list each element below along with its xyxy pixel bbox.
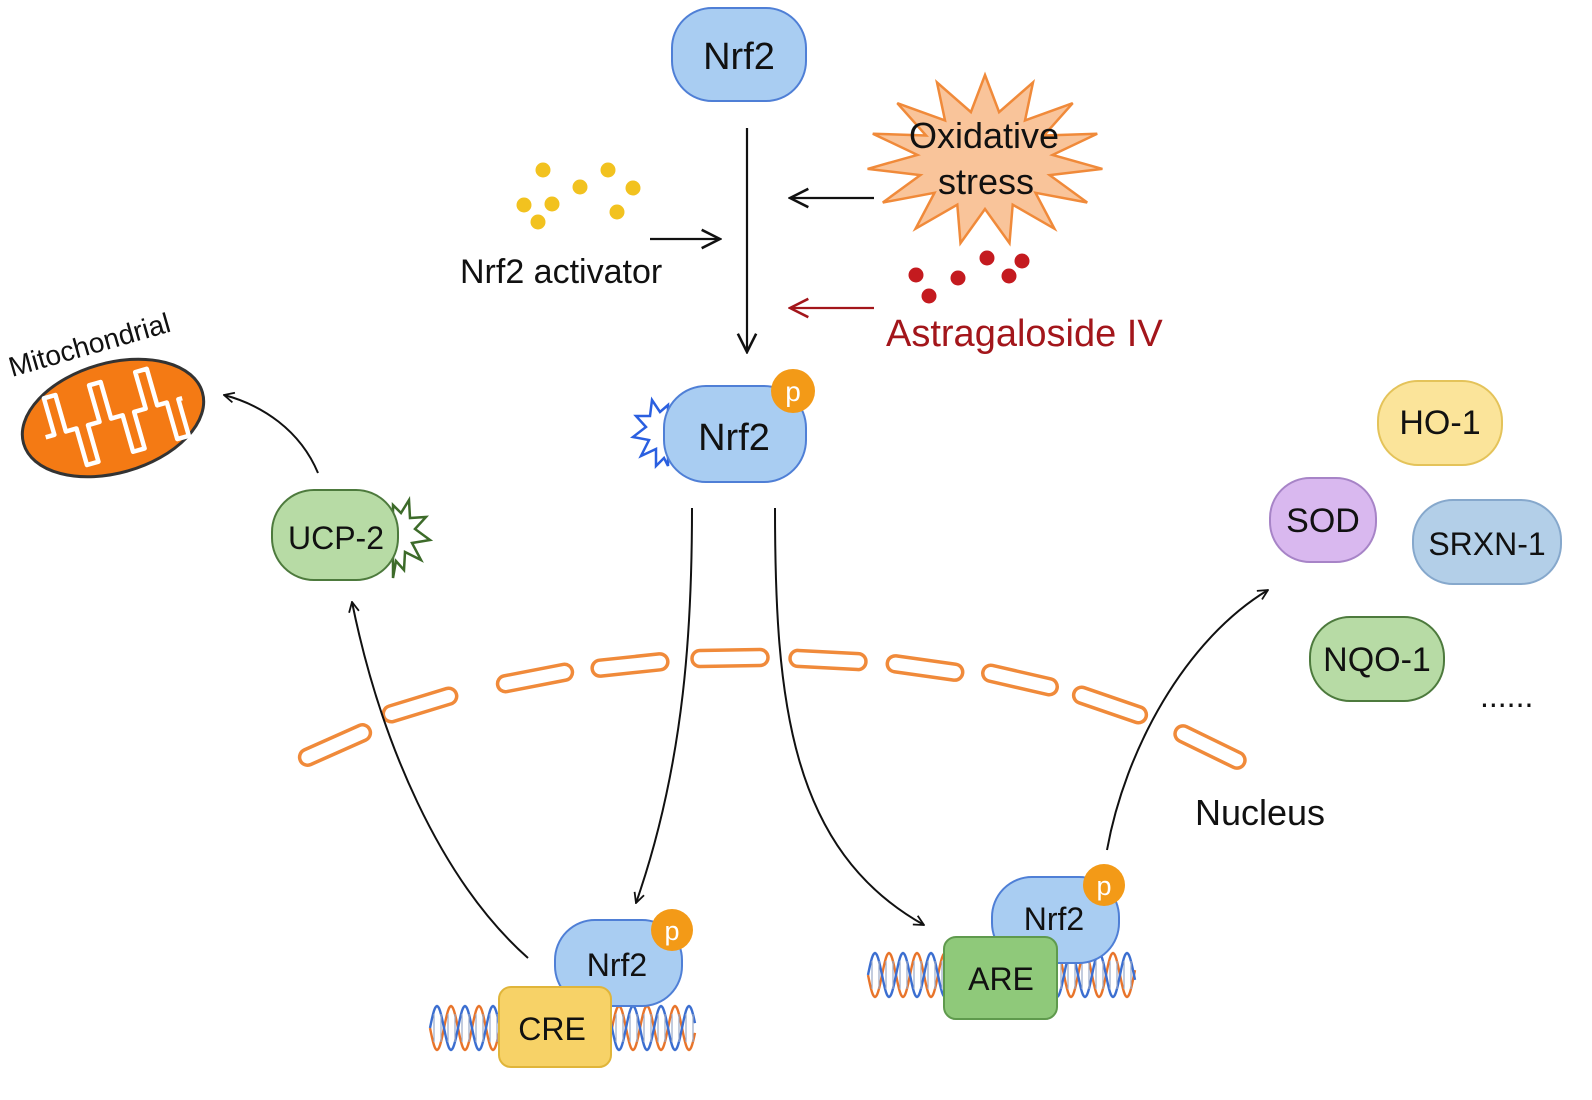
membrane-segment bbox=[788, 648, 868, 672]
nrf2-activator-label: Nrf2 activator bbox=[460, 253, 662, 291]
membrane-segment bbox=[885, 654, 965, 682]
nrf2-top-label: Nrf2 bbox=[703, 36, 775, 78]
ucp2-label: UCP-2 bbox=[288, 520, 384, 556]
membrane-segment bbox=[297, 723, 373, 767]
nrf2-cre-badge: p bbox=[664, 916, 679, 946]
nuclear-membrane bbox=[297, 647, 1247, 770]
membrane-segment bbox=[1071, 685, 1149, 725]
mitochondrion-icon bbox=[20, 357, 206, 479]
cre-to-ucp2-arrow bbox=[352, 602, 529, 959]
ucp2-burst-icon bbox=[391, 495, 434, 579]
oxidative-stress-burst: Oxidative stress bbox=[867, 71, 1103, 247]
phosphate-badge-cre-icon bbox=[651, 909, 693, 951]
nrf2-are-complex: Nrf2 p ARE bbox=[943, 864, 1125, 1020]
target-nqo1: NQO-1 bbox=[1309, 616, 1445, 702]
oxidative-stress-line2: stress bbox=[938, 161, 1034, 202]
nrf2-phos-label: Nrf2 bbox=[698, 417, 770, 459]
targets-more: ...... bbox=[1480, 678, 1533, 714]
nucleus-label: Nucleus bbox=[1195, 792, 1325, 833]
arrow-to-are bbox=[774, 507, 924, 925]
nrf2-cre-complex: Nrf2 p CRE bbox=[498, 909, 693, 1068]
ucp2-node: UCP-2 bbox=[271, 489, 434, 581]
nrf2-top-node: Nrf2 bbox=[671, 7, 807, 102]
arrow-to-cre bbox=[636, 507, 693, 903]
nrf2-activator-dots bbox=[516, 162, 641, 230]
cre-label: CRE bbox=[518, 1011, 586, 1047]
target-sod: SOD bbox=[1269, 477, 1377, 563]
nrf2-are-label: Nrf2 bbox=[1024, 901, 1084, 937]
are-to-targets-arrow bbox=[1106, 590, 1268, 851]
membrane-segment bbox=[495, 662, 575, 694]
target-ho1-label: HO-1 bbox=[1399, 404, 1480, 442]
astragaloside-dots bbox=[908, 250, 1030, 304]
target-srxn1-label: SRXN-1 bbox=[1428, 526, 1545, 562]
membrane-segment bbox=[590, 652, 670, 678]
target-nqo1-label: NQO-1 bbox=[1323, 641, 1431, 679]
ucp2-to-mito-arrow bbox=[224, 395, 319, 474]
astragaloside-label: Astragaloside IV bbox=[886, 313, 1163, 355]
membrane-segment bbox=[381, 686, 459, 724]
oxidative-stress-line1: Oxidative bbox=[909, 115, 1059, 156]
membrane-segment bbox=[1173, 724, 1247, 770]
phosphate-badge-are-icon bbox=[1083, 864, 1125, 906]
phosphate-badge-icon bbox=[771, 369, 815, 413]
target-ho1: HO-1 bbox=[1377, 380, 1503, 466]
nrf2-cre-label: Nrf2 bbox=[587, 947, 647, 983]
nrf2-phosphorylated-node: Nrf2 p bbox=[630, 369, 815, 483]
are-label: ARE bbox=[968, 961, 1034, 997]
target-sod-label: SOD bbox=[1286, 502, 1360, 540]
membrane-segment bbox=[690, 647, 770, 669]
membrane-segment bbox=[981, 663, 1059, 697]
nrf2-phos-badge: p bbox=[785, 376, 801, 407]
activation-burst-icon bbox=[630, 396, 670, 470]
target-srxn1: SRXN-1 bbox=[1412, 499, 1562, 585]
nrf2-are-badge: p bbox=[1096, 871, 1111, 901]
